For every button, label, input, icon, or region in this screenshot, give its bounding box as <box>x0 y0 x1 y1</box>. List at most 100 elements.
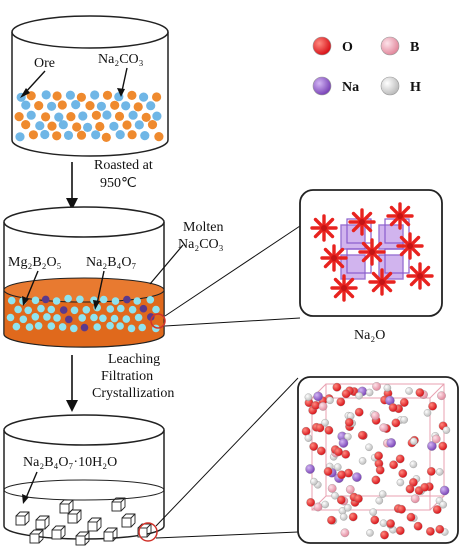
ore-particle <box>85 101 95 111</box>
mg2b2o5-pointer-arrow <box>25 270 39 301</box>
crystal-cube <box>75 531 90 546</box>
product-label: Na₂B₄O₇·10H₂O <box>23 455 117 470</box>
mg-particle <box>24 306 32 315</box>
ore-particle <box>57 100 67 110</box>
ore-particle <box>54 112 64 122</box>
ore-particle <box>114 111 125 121</box>
beaker-product: Na₂B₄O₇·10H₂O <box>3 414 165 546</box>
ore-particle <box>41 90 51 100</box>
legend-label: O <box>342 40 353 55</box>
crystal-cube <box>35 515 50 530</box>
roast-label-line2: 950℃ <box>100 176 137 191</box>
mg2b2o5-label: Mg₂B₂O₅ <box>8 255 62 270</box>
mg-particle <box>127 324 136 333</box>
ore-particle <box>41 112 51 122</box>
mg-particle <box>78 314 86 322</box>
na2b4o7-particle <box>65 315 73 324</box>
na2co3-pointer-arrow <box>121 67 128 92</box>
ore-particle <box>128 110 138 120</box>
ore-particle <box>83 122 93 132</box>
mg-particle <box>117 304 125 313</box>
ore-particles <box>14 90 164 142</box>
beaker-molten: Molten Na₂CO₃ Mg₂B₂O₅ Na₂B₄O₇ <box>3 206 224 348</box>
molten-label-line1: Molten <box>183 220 223 235</box>
ore-particle <box>34 101 44 111</box>
ore-particle <box>91 110 101 120</box>
legend-label: Na <box>342 80 359 95</box>
na2b4o7-pointer-arrow <box>96 270 105 305</box>
molten-particles <box>6 294 160 333</box>
ore-particle <box>47 121 57 131</box>
mg-particle <box>25 323 34 331</box>
ore-particle <box>21 120 31 130</box>
mg-particle <box>99 314 107 323</box>
legend-label: H <box>410 80 421 95</box>
na2b4o7-label: Na₂B₄O₇ <box>86 255 137 270</box>
mg-particle <box>122 315 131 323</box>
crystal-cube <box>121 513 136 528</box>
leaching-label: Leaching <box>108 352 160 367</box>
atom-swatch <box>312 76 332 96</box>
mg-particle <box>34 322 43 330</box>
ore-particle <box>76 92 86 102</box>
mg-particle <box>76 295 84 304</box>
mg-particle <box>134 313 143 322</box>
ore-particle <box>52 131 62 141</box>
ore-particle <box>15 132 25 142</box>
ore-particle <box>110 100 120 110</box>
highlight-circle-product <box>138 522 158 542</box>
na2o-caption: Na₂O <box>354 328 385 343</box>
mg-particle <box>43 313 51 321</box>
ore-particle <box>14 112 24 122</box>
legend-item-h: H <box>380 76 421 96</box>
filtration-label: Filtration <box>101 369 153 384</box>
molten-pointer-line <box>149 244 184 285</box>
na2b4o7-particle <box>41 295 50 304</box>
mg-particle <box>128 305 137 314</box>
na2o-structure-panel: Na₂O <box>299 189 443 343</box>
ore-particle <box>91 130 101 140</box>
ore-particle <box>35 121 45 131</box>
ore-particle <box>109 121 119 131</box>
ore-particle <box>78 111 88 121</box>
legend-item-o: O <box>312 36 353 56</box>
beaker-ore: Ore Na₂CO₃ <box>11 15 169 157</box>
mg-particle <box>110 314 119 323</box>
roasting-arrow: Roasted at 950℃ <box>66 158 153 210</box>
mg-particle <box>90 313 98 322</box>
mg-particle <box>116 322 124 330</box>
highlight-circle-na2o <box>150 313 166 329</box>
mg-particle <box>146 296 155 304</box>
hydrate-structure-panel <box>297 376 459 544</box>
mg-particle <box>133 297 141 305</box>
ore-particle <box>133 102 143 112</box>
ore-particle <box>40 129 50 140</box>
na2o-crystal-lattice <box>310 202 434 302</box>
ore-particle <box>101 132 111 142</box>
ore-particle <box>102 90 113 100</box>
mg-particle <box>70 324 78 333</box>
ore-particle <box>122 120 132 130</box>
ore-particle <box>102 110 112 120</box>
ore-particle <box>127 130 137 140</box>
mg-particle <box>12 322 21 331</box>
product-pointer-arrow <box>25 471 38 499</box>
ore-particle <box>134 120 144 130</box>
mg-particle <box>58 323 67 331</box>
mg-particle <box>106 305 115 313</box>
connector-top-na2o <box>164 225 301 317</box>
ore-particle <box>72 122 82 132</box>
mg-particle <box>99 295 108 304</box>
connector-top-hydrate <box>155 377 299 527</box>
mg-particle <box>6 313 15 322</box>
mg-particle <box>106 321 114 330</box>
product-crystals <box>15 497 152 546</box>
ore-particle <box>146 101 156 111</box>
mg-particle <box>52 297 61 305</box>
ore-particle <box>141 112 151 122</box>
leaching-arrow: Leaching Filtration Crystallization <box>66 352 174 412</box>
connector-bottom-hydrate <box>155 531 299 539</box>
ore-particle <box>76 130 87 140</box>
legend-label: B <box>410 40 419 55</box>
